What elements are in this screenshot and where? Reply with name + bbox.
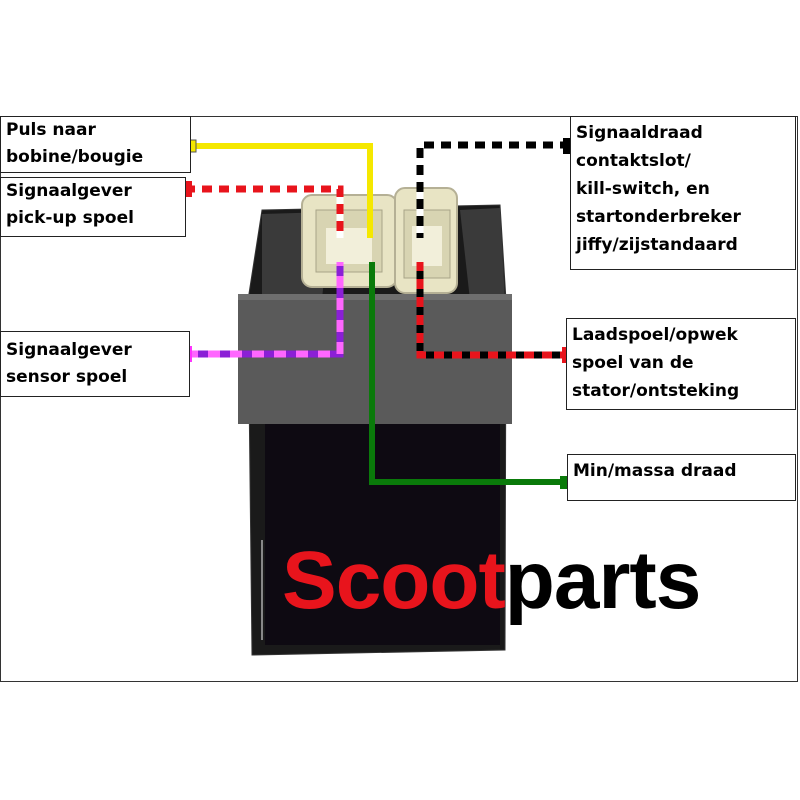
label-pickup-line-2: pick-up spoel [6,208,134,228]
connector-right [394,187,458,294]
brand-logo: Scootparts [282,540,701,622]
label-laadspoel-line-3: stator/ontsteking [572,381,740,401]
label-puls-line-1: Puls naar [6,120,96,140]
brand-part-parts: parts [504,535,702,626]
label-signaaldraad-line-5: jiffy/zijstandaard [576,235,738,255]
label-sensor-line-2: sensor spoel [6,367,128,387]
label-puls: Puls naar bobine/bougie [0,116,191,173]
wire-yellow-puls [190,143,373,238]
label-laadspoel-line-1: Laadspoel/opwek [572,325,738,345]
label-pickup-line-1: Signaalgever [6,181,132,201]
diagram-frame [0,116,798,682]
label-signaalgever-pickup: Signaalgever pick-up spoel [0,177,186,237]
label-signaaldraad-line-4: startonderbreker [576,207,741,227]
label-signaalgever-sensor: Signaalgever sensor spoel [0,331,190,397]
label-laadspoel: Laadspoel/opwek spoel van de stator/onts… [566,318,796,410]
label-signaaldraad-line-2: contaktslot/ [576,151,691,171]
label-sensor-line-1: Signaalgever [6,340,132,360]
label-massa-line-1: Min/massa draad [573,461,737,481]
brand-part-scoot: Scoot [282,535,506,626]
label-signaaldraad-line-3: kill-switch, en [576,179,710,199]
label-signaaldraad: Signaaldraad contaktslot/ kill-switch, e… [570,116,796,270]
wire-green-ground [369,262,566,485]
label-signaaldraad-line-1: Signaaldraad [576,123,703,143]
label-puls-line-2: bobine/bougie [6,147,144,167]
label-massa: Min/massa draad [567,454,796,501]
label-laadspoel-line-2: spoel van de [572,353,694,373]
